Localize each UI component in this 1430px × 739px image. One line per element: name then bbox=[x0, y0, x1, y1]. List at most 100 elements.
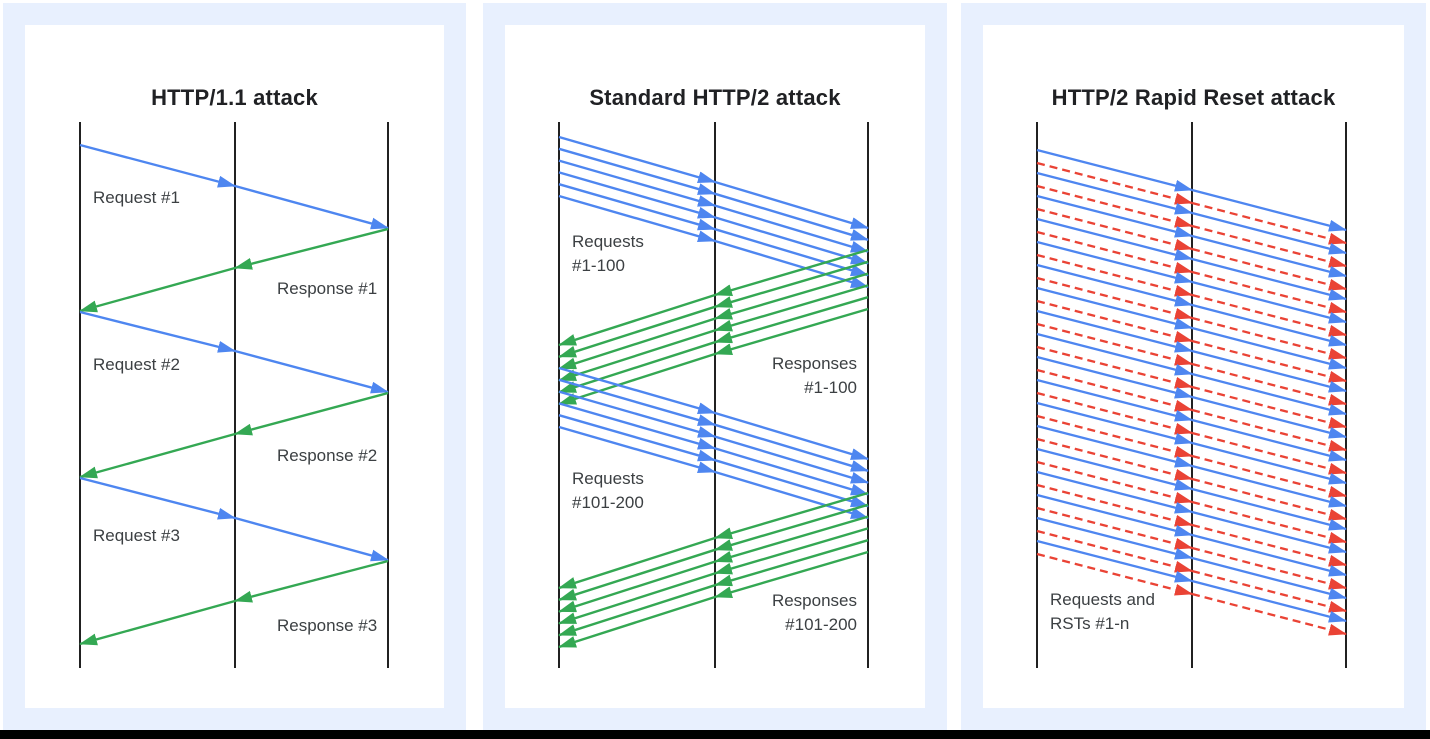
response-arrow bbox=[714, 260, 869, 308]
request-arrow bbox=[1191, 579, 1347, 623]
response-arrow bbox=[714, 527, 869, 575]
rst-arrow bbox=[1036, 184, 1193, 228]
request-arrow bbox=[558, 194, 716, 243]
request-arrow bbox=[1191, 303, 1347, 347]
rst-arrow bbox=[1036, 529, 1193, 573]
response-arrow bbox=[79, 599, 236, 646]
rst-arrow bbox=[1036, 276, 1193, 320]
flow-label-line: Requests bbox=[572, 469, 644, 488]
request-arrow bbox=[234, 516, 389, 562]
rst-arrow bbox=[1191, 362, 1347, 406]
request-arrow bbox=[1036, 539, 1193, 583]
request-arrow bbox=[1036, 516, 1193, 560]
request-arrow bbox=[558, 425, 716, 474]
rst-arrow bbox=[1036, 207, 1193, 251]
flow-label-response-2: Response #2 bbox=[277, 446, 378, 465]
response-arrow bbox=[714, 550, 869, 599]
panel-title-http11: HTTP/1.1 attack bbox=[151, 85, 318, 111]
request-arrow bbox=[714, 192, 869, 241]
request-arrow bbox=[714, 459, 869, 508]
request-arrow bbox=[1191, 257, 1347, 301]
request-arrow bbox=[1191, 464, 1347, 508]
response-arrow bbox=[558, 341, 716, 394]
rst-arrow bbox=[1036, 299, 1193, 343]
request-arrow bbox=[1191, 556, 1347, 600]
request-arrow bbox=[1191, 234, 1347, 278]
flow-label-request-3: Request #3 bbox=[93, 526, 180, 545]
flow-label-line: Requests and bbox=[1050, 590, 1155, 609]
bottom-bar bbox=[0, 730, 1430, 739]
request-arrow bbox=[558, 378, 716, 426]
rst-arrow bbox=[1191, 408, 1347, 452]
panel-title-http2-standard: Standard HTTP/2 attack bbox=[589, 85, 841, 111]
response-arrow bbox=[558, 329, 716, 382]
flow-label-line: Requests bbox=[572, 232, 644, 251]
request-arrow bbox=[1036, 240, 1193, 284]
request-arrow bbox=[1036, 263, 1193, 307]
request-arrow bbox=[1036, 217, 1193, 261]
rst-arrow bbox=[1191, 224, 1347, 268]
response-arrow bbox=[79, 266, 236, 313]
request-arrow bbox=[1191, 395, 1347, 439]
flow-label-request-1: Request #1 bbox=[93, 188, 180, 207]
rst-arrow bbox=[1036, 253, 1193, 297]
request-arrow bbox=[1036, 171, 1193, 215]
rst-arrow bbox=[1036, 506, 1193, 550]
response-arrow bbox=[714, 284, 869, 332]
request-arrow bbox=[1036, 286, 1193, 330]
response-arrow bbox=[558, 317, 716, 370]
request-arrow bbox=[714, 423, 869, 472]
rst-arrow bbox=[1191, 454, 1347, 498]
request-arrow bbox=[1191, 349, 1347, 393]
request-arrow bbox=[1036, 470, 1193, 514]
request-arrow bbox=[234, 184, 389, 230]
response-arrow bbox=[558, 595, 716, 649]
request-arrow bbox=[1191, 510, 1347, 554]
response-arrow bbox=[558, 572, 716, 625]
request-arrow bbox=[714, 239, 869, 289]
request-arrow bbox=[714, 204, 869, 253]
request-arrow bbox=[558, 171, 716, 219]
flow-label-responses-101-200: Responses #101-200 bbox=[677, 589, 857, 637]
response-arrow bbox=[234, 227, 389, 270]
rst-arrow bbox=[1036, 322, 1193, 366]
flow-label-line: #101-200 bbox=[785, 615, 857, 634]
request-arrow bbox=[1036, 309, 1193, 353]
rst-arrow bbox=[1191, 431, 1347, 475]
response-arrow bbox=[714, 248, 869, 297]
request-arrow bbox=[714, 411, 869, 461]
request-arrow bbox=[1036, 401, 1193, 445]
request-arrow bbox=[558, 402, 716, 450]
rst-arrow bbox=[1036, 345, 1193, 389]
request-arrow bbox=[714, 216, 869, 265]
rst-arrow bbox=[1191, 523, 1347, 567]
request-arrow bbox=[1191, 533, 1347, 577]
request-arrow bbox=[1191, 418, 1347, 462]
response-arrow bbox=[558, 305, 716, 358]
rst-arrow bbox=[1036, 483, 1193, 527]
request-arrow bbox=[558, 159, 716, 207]
request-arrow bbox=[1191, 487, 1347, 531]
request-arrow bbox=[1191, 280, 1347, 324]
request-arrow bbox=[79, 476, 236, 520]
request-arrow bbox=[714, 228, 869, 277]
response-arrow bbox=[234, 559, 389, 603]
rst-arrow bbox=[1036, 391, 1193, 435]
request-arrow bbox=[79, 310, 236, 353]
response-arrow bbox=[714, 539, 869, 587]
request-arrow bbox=[234, 349, 389, 394]
request-arrow bbox=[1036, 424, 1193, 468]
panel-title-http2-rapid-reset: HTTP/2 Rapid Reset attack bbox=[1051, 85, 1336, 111]
rst-arrow bbox=[1191, 385, 1347, 429]
request-arrow bbox=[1036, 493, 1193, 537]
flow-label-response-3: Response #3 bbox=[277, 616, 378, 635]
request-arrow bbox=[1036, 148, 1193, 192]
request-arrow bbox=[1036, 355, 1193, 399]
response-arrow bbox=[714, 307, 869, 356]
request-arrow bbox=[1191, 211, 1347, 255]
request-arrow bbox=[1191, 326, 1347, 370]
rst-arrow bbox=[1036, 437, 1193, 481]
response-arrow bbox=[714, 503, 869, 551]
